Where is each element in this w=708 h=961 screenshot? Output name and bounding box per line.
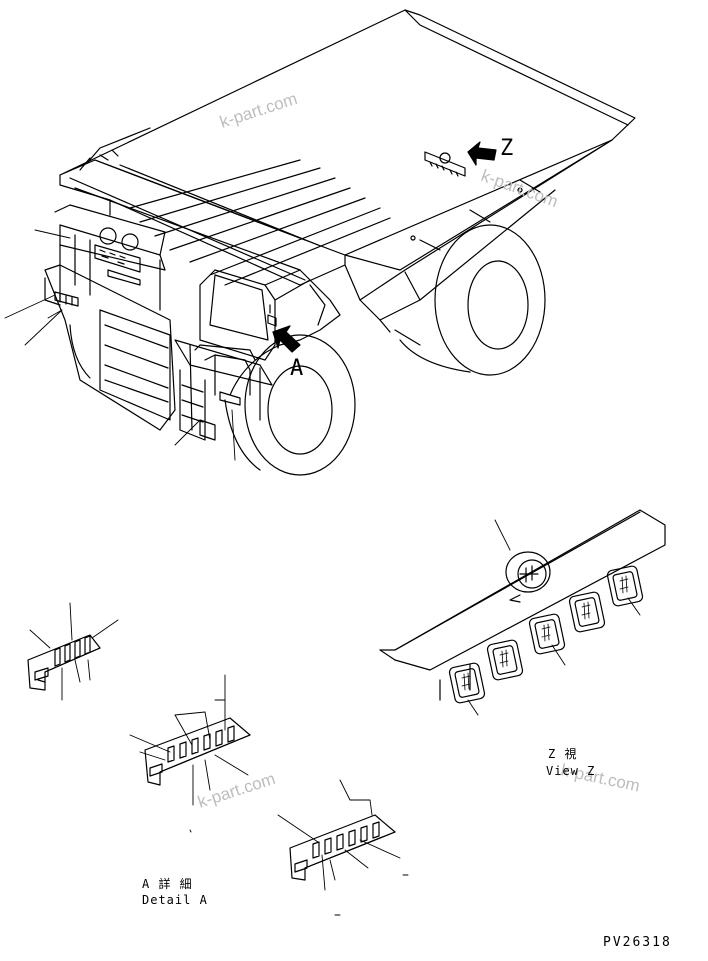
view-z-callout-letter: Z	[500, 136, 513, 161]
detail-a-caption-en: Detail A	[142, 893, 208, 907]
watermark: k-part.com	[217, 89, 299, 132]
dump-body	[59, 9, 636, 333]
rear-wheel	[394, 224, 546, 376]
detail-a-callout-letter: A	[290, 356, 303, 381]
truck-leaders	[4, 229, 236, 461]
front-wheel	[69, 324, 356, 476]
callout-arrows	[272, 141, 497, 353]
view-z-caption-jp: Z 視	[548, 746, 577, 761]
detail-a-switch-panel-2	[129, 674, 251, 833]
cab-and-front	[44, 204, 341, 441]
figure-code: PV26318	[603, 935, 672, 950]
detail-a-switch-panel-3	[277, 779, 409, 916]
detail-a-caption-jp: A 詳 細	[142, 876, 193, 891]
watermark: k-part.com	[479, 166, 561, 211]
view-z-caption-en: View Z	[546, 764, 595, 778]
detail-a-switch-panel-1	[27, 602, 119, 701]
view-z-lamp-bracket	[379, 509, 666, 716]
